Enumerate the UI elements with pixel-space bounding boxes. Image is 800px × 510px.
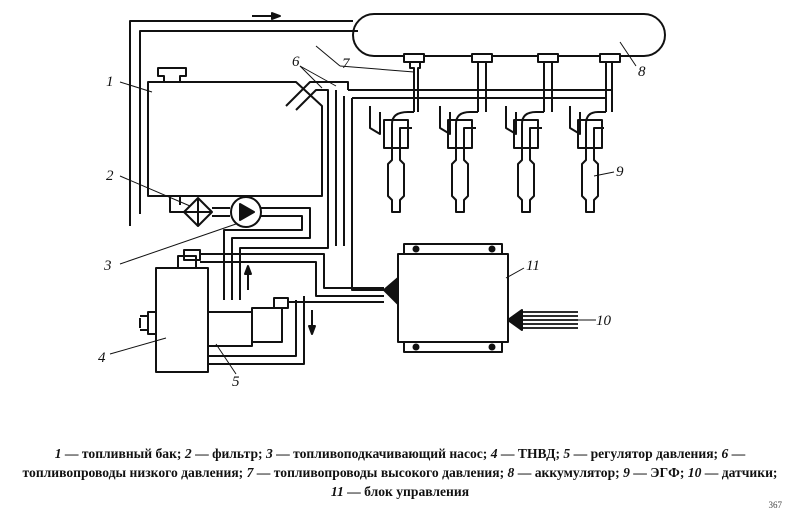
rail-connectors: [403, 53, 621, 63]
ecu-block: [397, 243, 509, 353]
label-2: 2: [106, 168, 114, 184]
leader-lines: [109, 41, 637, 375]
label-1: 1: [106, 74, 114, 90]
caption-item-9: 9 — ЭГФ;: [623, 465, 688, 480]
low-pressure-manifold: [335, 90, 345, 246]
label-11: 11: [526, 258, 540, 274]
injector-4: [569, 106, 606, 213]
caption-item-4: 4 — ТНВД;: [490, 446, 564, 461]
injector-2: [439, 106, 478, 213]
label-4: 4: [98, 350, 106, 366]
ecu-signal-line-top-2: [200, 261, 384, 297]
caption-item-8: 8 — аккумулятор;: [507, 465, 624, 480]
caption-item-7: 7 — топливопроводы высокого давления;: [246, 465, 508, 480]
flow-arrow-down: [308, 310, 316, 335]
pump-outlet-line: [231, 207, 311, 300]
high-pressure-pump: [139, 267, 209, 373]
booster-pump: [230, 196, 262, 228]
caption-item-5: 5 — регулятор давления;: [563, 446, 722, 461]
page-number: 367: [768, 500, 783, 510]
ecu-signal-line-top: [200, 253, 384, 289]
low-pressure-line-6b: [239, 89, 329, 300]
sensor-lines: [522, 311, 578, 329]
label-6: 6: [292, 54, 300, 70]
injector-control-line: [351, 98, 384, 291]
label-10: 10: [596, 313, 612, 329]
tank-outlet-line: [169, 196, 186, 213]
regulator-return-line: [208, 296, 305, 365]
caption-item-1: 1 — топливный бак;: [54, 446, 185, 461]
fuel-system-diagram: 1 2 3 4 5 6 7 8 9 10 11: [98, 12, 666, 390]
filter-pump-line: [212, 207, 230, 217]
injector-3: [505, 106, 544, 213]
pump-top-fitting: [177, 249, 201, 269]
flow-arrow-up: [244, 265, 252, 290]
return-line-outer: [129, 20, 353, 226]
caption-item-11: 11 — блок управления: [330, 484, 470, 499]
high-pressure-lines: [409, 56, 613, 112]
pressure-regulator: [207, 297, 289, 347]
figure-caption: 1 — топливный бак; 2 — фильтр; 3 — топли…: [20, 444, 780, 501]
filter: [183, 197, 213, 227]
caption-item-10: 10 — датчики;: [687, 465, 778, 480]
label-8: 8: [638, 64, 646, 80]
fuel-tank-filler-cap: [157, 67, 187, 82]
label-7: 7: [342, 56, 351, 72]
pump-outlet-line-2: [223, 215, 303, 300]
label-9: 9: [616, 164, 624, 180]
label-3: 3: [103, 258, 112, 274]
label-5: 5: [232, 374, 240, 390]
caption-item-6: 6 — топливопроводы низкого давления;: [22, 446, 746, 480]
injector-1: [369, 106, 414, 213]
caption-item-2: 2 — фильтр;: [184, 446, 266, 461]
flow-arrow-top: [252, 12, 281, 20]
accumulator-rail: [352, 13, 666, 57]
caption-item-3: 3 — топливоподкачивающий насос;: [265, 446, 491, 461]
sensor-input-arrow: [507, 309, 523, 331]
ecu-input-arrow-left: [383, 277, 399, 305]
fuel-tank: [147, 81, 323, 197]
return-line-inner: [139, 30, 358, 214]
